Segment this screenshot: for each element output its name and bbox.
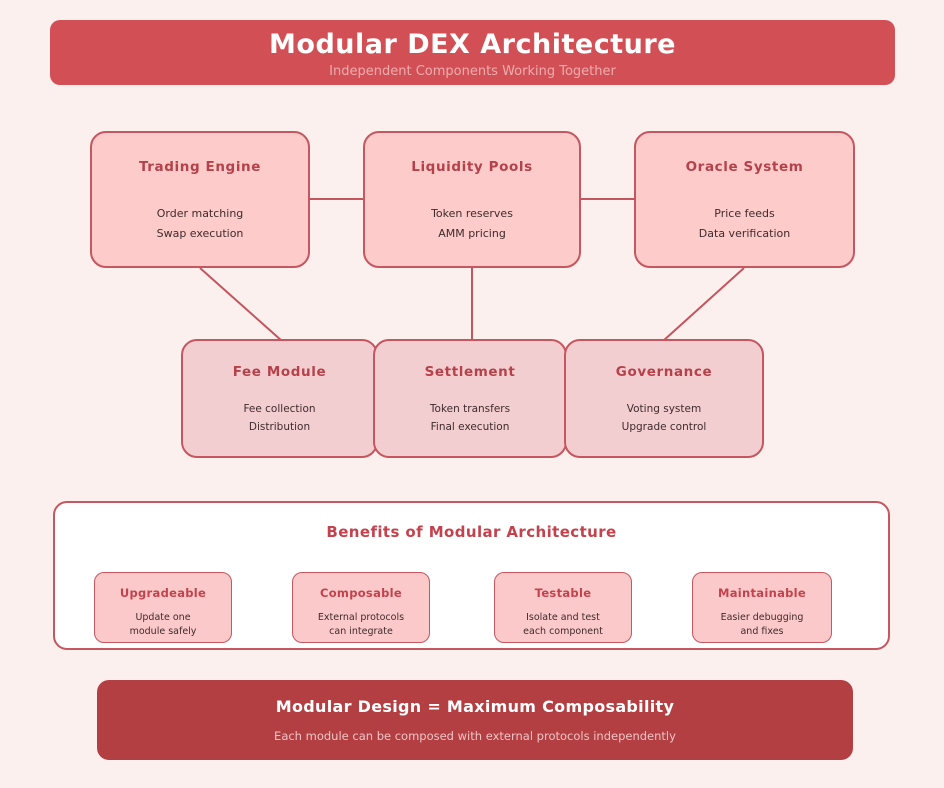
benefit-card-composable: Composable External protocols can integr… <box>292 572 430 643</box>
module-trading-engine-detail-2: Swap execution <box>156 227 244 240</box>
module-oracle-system-detail-1: Price feeds <box>714 207 775 220</box>
connector-oracle-governance <box>662 267 745 342</box>
benefit-maintainable-line-2: and fixes <box>740 626 784 637</box>
benefits-title: Benefits of Modular Architecture <box>326 523 617 541</box>
module-liquidity-pools-detail-2: AMM pricing <box>438 227 506 240</box>
module-settlement-title: Settlement <box>424 364 516 380</box>
module-settlement: Settlement Token transfers Final executi… <box>373 339 567 458</box>
benefit-upgradeable-line-2: module safely <box>129 626 197 637</box>
benefit-upgradeable-line-1: Update one <box>135 612 191 623</box>
module-oracle-system-detail-2: Data verification <box>698 227 791 240</box>
benefits-panel: Benefits of Modular Architecture Upgrade… <box>53 501 890 650</box>
footer-subtitle: Each module can be composed with externa… <box>274 729 676 743</box>
module-fee-module-detail-1: Fee collection <box>243 403 316 415</box>
benefit-maintainable-title: Maintainable <box>717 586 807 600</box>
module-liquidity-pools-title: Liquidity Pools <box>411 159 533 175</box>
module-governance-title: Governance <box>615 364 713 380</box>
module-trading-engine: Trading Engine Order matching Swap execu… <box>90 131 310 268</box>
benefit-testable-line-1: Isolate and test <box>526 612 600 623</box>
page-title: Modular DEX Architecture <box>269 28 676 60</box>
benefit-testable-line-2: each component <box>523 626 603 637</box>
module-fee-module-title: Fee Module <box>232 364 327 380</box>
module-trading-engine-detail-1: Order matching <box>156 207 244 220</box>
benefit-composable-title: Composable <box>319 586 403 600</box>
module-settlement-detail-1: Token transfers <box>429 403 511 415</box>
module-liquidity-pools: Liquidity Pools Token reserves AMM prici… <box>363 131 581 268</box>
connector-trading-fee <box>199 267 283 342</box>
benefit-testable-title: Testable <box>534 586 592 600</box>
module-governance-detail-1: Voting system <box>626 403 702 415</box>
benefit-maintainable-line-1: Easier debugging <box>720 612 804 623</box>
module-settlement-detail-2: Final execution <box>430 421 510 433</box>
module-oracle-system: Oracle System Price feeds Data verificat… <box>634 131 855 268</box>
benefit-upgradeable-title: Upgradeable <box>119 586 207 600</box>
module-governance-detail-2: Upgrade control <box>621 421 707 433</box>
module-governance: Governance Voting system Upgrade control <box>564 339 764 458</box>
module-oracle-system-title: Oracle System <box>685 159 804 175</box>
module-liquidity-pools-detail-1: Token reserves <box>431 207 513 220</box>
page-subtitle: Independent Components Working Together <box>329 63 616 79</box>
module-fee-module-detail-2: Distribution <box>248 421 311 433</box>
module-trading-engine-title: Trading Engine <box>138 159 262 175</box>
module-fee-module: Fee Module Fee collection Distribution <box>181 339 378 458</box>
benefit-composable-line-1: External protocols <box>317 612 405 623</box>
footer-banner: Modular Design = Maximum Composability E… <box>97 680 853 760</box>
benefit-card-testable: Testable Isolate and test each component <box>494 572 632 643</box>
benefit-card-upgradeable: Upgradeable Update one module safely <box>94 572 232 643</box>
footer-title: Modular Design = Maximum Composability <box>275 697 675 716</box>
benefit-card-maintainable: Maintainable Easier debugging and fixes <box>692 572 832 643</box>
header-banner: Modular DEX Architecture Independent Com… <box>50 20 895 85</box>
benefit-composable-line-2: can integrate <box>329 626 393 637</box>
